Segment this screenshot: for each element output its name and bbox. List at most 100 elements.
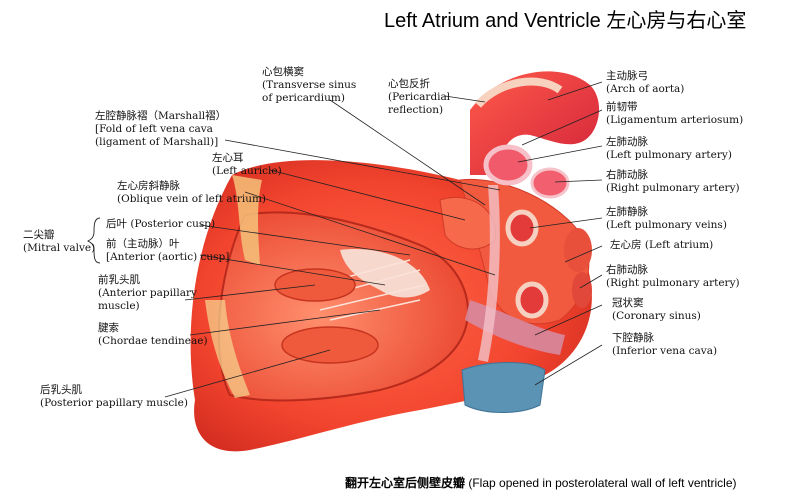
chordae-strands: [299, 259, 426, 321]
label-chordae-en: (Chordae tendineae): [98, 335, 208, 347]
label-right-pulmonary-artery-low: 右肺动脉 (Right pulmonary artery): [606, 264, 740, 290]
label-inferior-vena-cava: 下腔静脉 (Inferior vena cava): [612, 332, 717, 358]
label-ligamentum-cn: 前韧带: [606, 101, 638, 113]
label-marshall-fold-cn: 左腔静脉褶（Marshall褶）: [95, 110, 227, 122]
label-left-atrium: 左心房 (Left atrium): [610, 239, 713, 252]
inferior-vena-cava: [461, 362, 546, 413]
label-pericardial-reflection-en2: reflection): [388, 104, 444, 116]
leader-left-atrium: [564, 245, 603, 263]
leader-left-pulmonary-veins: [529, 217, 603, 229]
label-left-pulmonary-artery: 左肺动脉 (Left pulmonary artery): [606, 136, 732, 162]
label-left-pulmonary-artery-en: (Left pulmonary artery): [606, 149, 732, 161]
label-coronary-sinus-cn: 冠状窦: [612, 297, 644, 309]
label-ligamentum-arteriosum: 前韧带 (Ligamentum arteriosum): [606, 101, 743, 127]
label-transverse-sinus-en: (Transverse sinus: [262, 79, 357, 91]
label-inferior-vena-cava-cn: 下腔静脉: [612, 332, 654, 344]
label-oblique-vein-en: (Oblique vein of left atrium): [117, 193, 267, 205]
leader-right-pulmonary-artery-low: [579, 274, 603, 289]
leader-chordae: [189, 309, 381, 336]
label-chordae: 腱索 (Chordae tendineae): [98, 322, 208, 348]
pericardial-band: [474, 77, 563, 108]
label-pericardial-reflection-cn: 心包反折: [388, 78, 430, 90]
label-right-pulmonary-artery-top-en: (Right pulmonary artery): [606, 182, 740, 194]
flap-edge: [232, 175, 262, 265]
label-left-atrium-cn: 左心房: [610, 239, 642, 251]
leader-marshall: [224, 139, 501, 191]
mitral-brace: [86, 217, 101, 264]
label-ligamentum-en: (Ligamentum arteriosum): [606, 114, 744, 126]
label-left-auricle-en: (Left auricle): [212, 165, 282, 177]
label-mitral-valve-cn: 二尖瓣: [23, 229, 55, 241]
pulmonary-vein-upper: [505, 209, 539, 247]
label-posterior-papillary-en: (Posterior papillary muscle): [40, 397, 188, 409]
label-right-pulmonary-artery-top: 右肺动脉 (Right pulmonary artery): [606, 169, 740, 195]
label-anterior-cusp-cn: 前（主动脉）叶: [106, 238, 180, 250]
label-left-pulmonary-veins: 左肺静脉 (Left pulmonary veins): [606, 206, 727, 232]
valve-leaflet: [340, 249, 430, 298]
leader-right-pulmonary-artery-top: [554, 179, 603, 183]
pulmonary-artery-right: [530, 167, 570, 199]
label-pericardial-reflection: 心包反折 (Pericardial reflection): [388, 78, 450, 117]
leader-oblique-vein: [244, 191, 496, 276]
label-coronary-sinus: 冠状窦 (Coronary sinus): [612, 297, 701, 323]
label-posterior-cusp: 后叶 (Posterior cusp): [106, 218, 215, 231]
figure-caption: 翻开左心室后侧壁皮瓣 (Flap opened in posterolatera…: [345, 474, 737, 491]
caption-cn: 翻开左心室后侧壁皮瓣: [345, 476, 466, 490]
label-arch-of-aorta: 主动脉弓 (Arch of aorta): [606, 70, 684, 96]
label-posterior-papillary-cn: 后乳头肌: [40, 384, 82, 396]
right-vessel-lower: [572, 272, 592, 308]
label-mitral-valve-en: (Mitral valve): [23, 242, 96, 254]
leader-posterior-papillary: [164, 349, 331, 398]
leader-left-pulmonary-artery: [517, 145, 603, 163]
leader-left-auricle: [269, 169, 466, 221]
label-anterior-cusp: 前（主动脉）叶 [Anterior (aortic) cusp]: [106, 238, 229, 264]
label-posterior-papillary: 后乳头肌 (Posterior papillary muscle): [40, 384, 188, 410]
pericardial-strip: [478, 185, 500, 362]
leader-arch-of-aorta: [547, 81, 603, 101]
label-left-pulmonary-artery-cn: 左肺动脉: [606, 136, 648, 148]
pulmonary-artery-left: [483, 144, 533, 186]
label-left-auricle: 左心耳 (Left auricle): [212, 152, 282, 178]
label-chordae-cn: 腱索: [98, 322, 119, 334]
label-anterior-papillary-cn: 前乳头肌: [98, 274, 140, 286]
label-right-pulmonary-artery-low-en: (Right pulmonary artery): [606, 277, 740, 289]
leader-pericardial-reflection: [444, 95, 486, 103]
label-anterior-papillary: 前乳头肌 (Anterior papillary muscle): [98, 274, 197, 313]
label-pericardial-reflection-en: (Pericardial: [388, 91, 451, 103]
label-anterior-papillary-en2: muscle): [98, 300, 140, 312]
label-anterior-papillary-en: (Anterior papillary: [98, 287, 197, 299]
label-left-pulmonary-veins-cn: 左肺静脉: [606, 206, 648, 218]
label-arch-of-aorta-cn: 主动脉弓: [606, 70, 648, 82]
papillary-muscle-posterior: [281, 326, 379, 364]
leader-posterior-cusp: [199, 224, 411, 256]
label-right-pulmonary-artery-low-cn: 右肺动脉: [606, 264, 648, 276]
label-marshall-fold-en: [Fold of left vena cava: [95, 123, 213, 135]
pulmonary-vein-lower: [515, 281, 549, 319]
label-mitral-valve: 二尖瓣 (Mitral valve): [23, 229, 95, 255]
label-anterior-cusp-en: [Anterior (aortic) cusp]: [106, 251, 230, 263]
leader-inferior-vena-cava: [534, 344, 603, 386]
label-transverse-sinus-en2: of pericardium): [262, 92, 345, 104]
flap-edge-lower: [205, 300, 250, 398]
leader-coronary-sinus: [534, 304, 603, 336]
label-posterior-cusp-cn: 后叶: [106, 218, 127, 230]
figure-title: Left Atrium and Ventricle 左心房与右心室: [384, 10, 747, 32]
label-inferior-vena-cava-en: (Inferior vena cava): [612, 345, 718, 357]
right-vessel: [564, 228, 592, 272]
caption-en: (Flap opened in posterolateral wall of l…: [468, 476, 737, 490]
label-oblique-vein-cn: 左心房斜静脉: [117, 180, 180, 192]
label-transverse-sinus: 心包横窦 (Transverse sinus of pericardium): [262, 66, 356, 105]
label-posterior-cusp-en: (Posterior cusp): [130, 218, 216, 230]
leader-anterior-papillary: [184, 284, 316, 301]
label-marshall-fold: 左腔静脉褶（Marshall褶） [Fold of left vena cava…: [95, 110, 226, 149]
leader-transverse-sinus: [329, 99, 486, 206]
label-transverse-sinus-cn: 心包横窦: [262, 66, 304, 78]
leader-anterior-cusp: [199, 254, 386, 286]
leader-ligamentum: [521, 109, 603, 146]
label-left-pulmonary-veins-en: (Left pulmonary veins): [606, 219, 727, 231]
label-marshall-fold-en2: (ligament of Marshall)]: [95, 136, 219, 148]
label-arch-of-aorta-en: (Arch of aorta): [606, 83, 685, 95]
